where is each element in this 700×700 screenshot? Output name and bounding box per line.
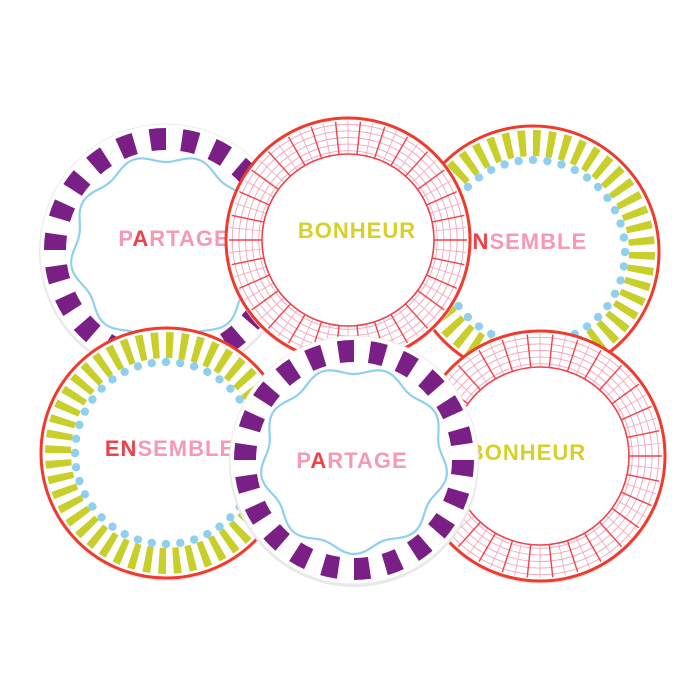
plate-word: PARTAGE (296, 448, 407, 473)
purple-stripe (55, 291, 82, 316)
purple-stripe (235, 473, 260, 494)
purple-stripe (320, 554, 341, 579)
purple-stripe (207, 139, 232, 166)
purple-stripe (418, 369, 445, 396)
plate-word: ENSEMBLE (105, 436, 235, 461)
purple-stripe (48, 199, 76, 222)
purple-stripe (436, 395, 464, 420)
purple-stripe (115, 132, 138, 160)
purple-stripe (448, 426, 473, 447)
purple-stripe (443, 487, 470, 510)
purple-stripe (45, 264, 71, 285)
plate-word: ENSEMBLE (457, 229, 587, 254)
purple-stripe (73, 315, 101, 343)
purple-stripe (354, 557, 372, 580)
purple-stripe (451, 460, 474, 478)
purple-stripe (234, 442, 257, 460)
purple-stripe (244, 500, 272, 525)
purple-stripe (238, 410, 265, 433)
plate-bonheur-top: BONHEUR (224, 116, 472, 365)
purple-stripe (180, 129, 201, 155)
plate-ensemble-bottom: ENSEMBLE (39, 326, 293, 581)
purple-stripe (336, 340, 354, 363)
purple-stripe (148, 128, 166, 152)
purple-stripe (63, 170, 91, 196)
plate-bonheur-bottom: BONHEUR (413, 329, 667, 584)
purple-stripe (367, 341, 388, 366)
purple-stripe (275, 359, 302, 386)
purple-stripe (44, 232, 68, 250)
purple-stripe (289, 542, 314, 570)
plate-word: BONHEUR (468, 440, 586, 465)
purple-stripe (263, 524, 290, 551)
purple-stripe (381, 549, 404, 576)
plate-partage-bottom: PARTAGE (229, 335, 479, 587)
purple-stripe (304, 344, 327, 371)
purple-stripe (220, 325, 246, 353)
purple-stripe (253, 381, 280, 408)
purple-stripe (428, 512, 455, 539)
purple-stripe (406, 534, 433, 561)
purple-stripe (86, 147, 112, 175)
purple-stripe (394, 350, 419, 378)
plate-word: PARTAGE (118, 226, 229, 251)
plate-word: BONHEUR (298, 218, 416, 243)
